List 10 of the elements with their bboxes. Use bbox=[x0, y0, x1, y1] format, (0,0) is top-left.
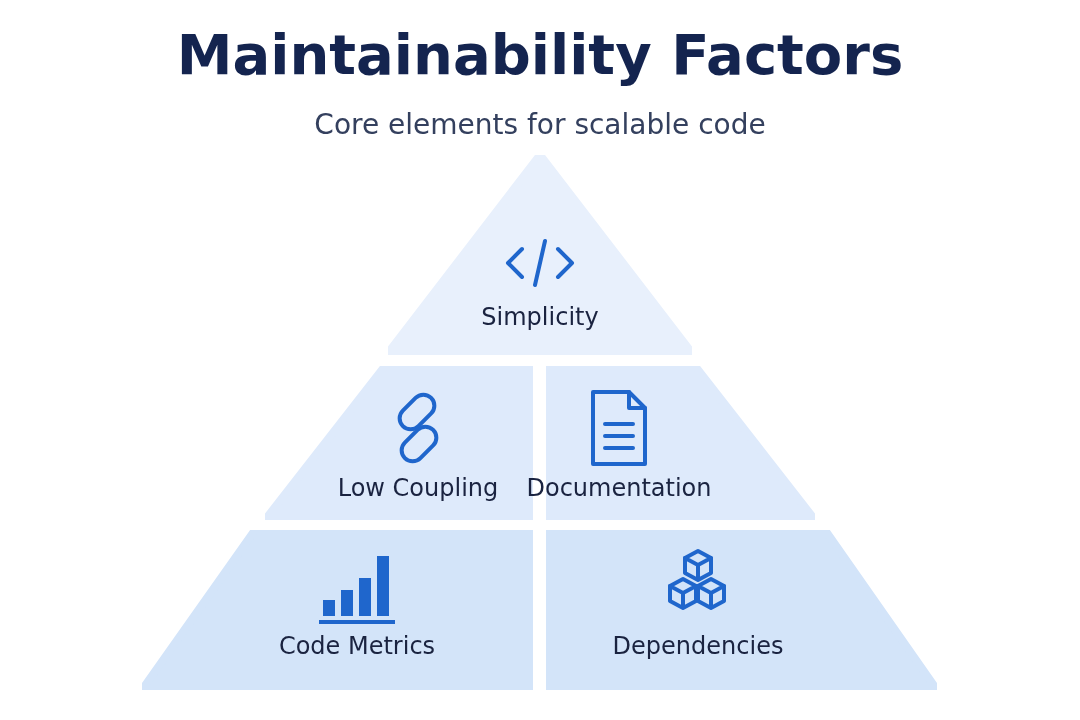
segment-label: Dependencies bbox=[612, 632, 784, 660]
title: Maintainability Factors bbox=[175, 22, 905, 87]
pyramid-segment bbox=[546, 530, 937, 690]
segment-label: Simplicity bbox=[481, 303, 599, 331]
segment-label: Low Coupling bbox=[337, 474, 499, 502]
subtitle: Core elements for scalable code bbox=[313, 108, 767, 141]
segment-label: Documentation bbox=[526, 474, 712, 502]
pyramid-segment bbox=[388, 155, 692, 355]
segment-label: Code Metrics bbox=[278, 632, 436, 660]
pyramid-segment bbox=[142, 530, 533, 690]
